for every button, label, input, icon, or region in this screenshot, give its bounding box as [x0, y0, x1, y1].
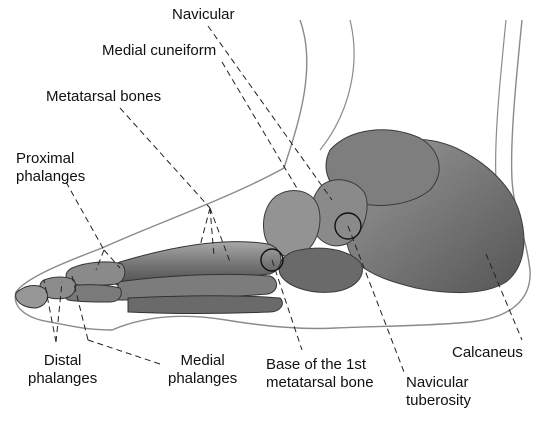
label-distal-phalanges: Distal phalanges: [28, 352, 97, 388]
label-proximal-phalanges: Proximal phalanges: [16, 150, 85, 186]
leg-front-outline: [320, 20, 354, 150]
leader-proximal-phalanges: [66, 182, 104, 250]
label-navicular-tuberosity: Navicular tuberosity: [406, 374, 471, 410]
label-navicular-tuberosity-line1: Navicular: [406, 374, 471, 392]
leader-medial-phalanges: [88, 340, 160, 364]
label-navicular: Navicular: [172, 6, 235, 24]
leg-back-outline: [496, 20, 506, 180]
cuboid-bone: [279, 248, 362, 292]
label-medial-phalanges: Medial phalanges: [168, 352, 237, 388]
leader-navicular: [208, 26, 332, 200]
label-medial-phalanges-line2: phalanges: [168, 370, 237, 388]
leader-medial-cuneiform: [222, 62, 298, 190]
label-proximal-phalanges-line1: Proximal: [16, 150, 85, 168]
label-distal-phalanges-line2: phalanges: [28, 370, 97, 388]
label-navicular-tuberosity-line2: tuberosity: [406, 392, 471, 410]
distal-phalanx: [16, 286, 48, 309]
label-distal-phalanges-line1: Distal: [28, 352, 97, 370]
label-proximal-phalanges-line2: phalanges: [16, 168, 85, 186]
label-medial-cuneiform: Medial cuneiform: [102, 42, 216, 60]
label-base-first-metatarsal: Base of the 1st metatarsal bone: [266, 356, 374, 392]
leader-metatarsal-1: [200, 208, 210, 246]
leader-metatarsal-bones: [120, 108, 210, 208]
label-calcaneus: Calcaneus: [452, 344, 523, 362]
label-metatarsal-bones: Metatarsal bones: [46, 88, 161, 106]
label-medial-phalanges-line1: Medial: [168, 352, 237, 370]
label-base-first-metatarsal-line2: metatarsal bone: [266, 374, 374, 392]
third-metatarsal-bone: [128, 296, 282, 314]
label-base-first-metatarsal-line1: Base of the 1st: [266, 356, 374, 374]
